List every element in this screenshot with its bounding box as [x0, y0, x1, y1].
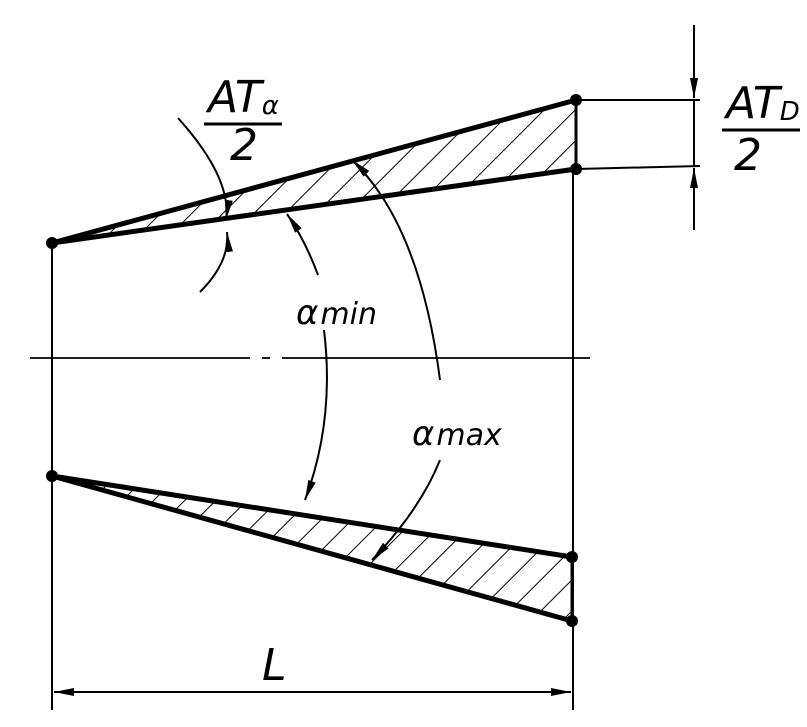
at-alpha-arc-lower	[199, 231, 233, 293]
label-alpha-max: αmax	[412, 414, 502, 454]
upper-max-edge	[49, 97, 579, 246]
alpha-max-arc-top	[351, 159, 441, 381]
cone-outline	[49, 97, 579, 624]
lower-min-edge	[49, 473, 575, 560]
label-length: L	[262, 640, 287, 691]
upper-min-edge	[49, 166, 579, 246]
label-at-d-half: ATD 2	[722, 78, 800, 181]
at-alpha-arc	[177, 117, 233, 221]
alpha-max-arc-bottom	[371, 459, 441, 561]
svg-text:ATα: ATα	[205, 72, 279, 123]
lower-max-edge	[49, 473, 575, 624]
label-at-alpha-half: ATα 2	[204, 72, 282, 171]
upper-right-ext-bottom	[575, 165, 701, 170]
extension-lines	[51, 25, 701, 710]
svg-text:2: 2	[734, 130, 762, 181]
svg-text:ATD: ATD	[723, 78, 800, 129]
angle-arcs	[177, 117, 441, 561]
alpha-min-arc-top	[286, 213, 319, 276]
alpha-min-arc-bottom	[304, 329, 328, 501]
label-alpha-min: αmin	[296, 293, 377, 333]
end-points	[46, 94, 582, 627]
svg-text:2: 2	[230, 120, 258, 171]
